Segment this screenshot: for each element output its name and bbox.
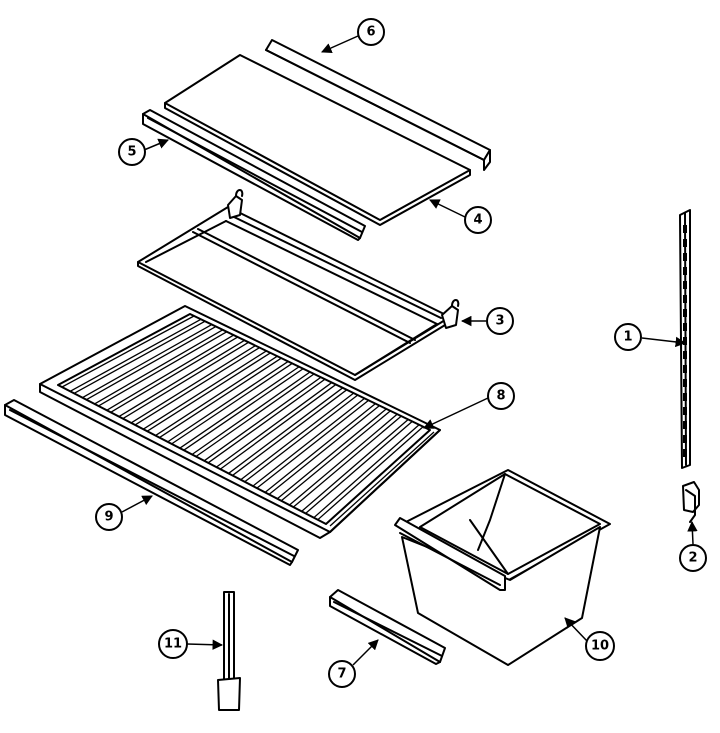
part-8-wire-shelf [39, 305, 441, 539]
rail-slot [683, 449, 687, 457]
wire-bar-shadow [134, 347, 260, 426]
callout-11: 11 [158, 629, 224, 659]
wire-bar [276, 408, 387, 500]
rail-slot [683, 393, 687, 401]
rail-slot [683, 239, 687, 247]
wire-bar [130, 345, 256, 424]
part-9-front-trim [4, 399, 299, 566]
rail-slot [683, 225, 687, 233]
svg-text:2: 2 [688, 551, 697, 566]
wire-bar-shadow [317, 426, 424, 521]
wire-bar [325, 429, 431, 525]
wire-bar [264, 403, 376, 493]
wire-bar-shadow [329, 431, 435, 527]
rail-slot [683, 379, 687, 387]
svg-text:3: 3 [495, 314, 504, 329]
rail-slot [683, 309, 687, 317]
wire-bar [215, 382, 333, 468]
svg-text:9: 9 [104, 510, 113, 525]
svg-text:5: 5 [127, 145, 136, 160]
wire-bar-shadow [219, 384, 337, 470]
wire-bar-shadow [86, 325, 217, 401]
wire-bar [228, 387, 344, 474]
wire-bar-shadow [146, 352, 271, 432]
wire-bar-shadow [268, 405, 380, 495]
rail-slot [683, 435, 687, 443]
part-5-trim-strip [142, 109, 366, 241]
wire-bar [69, 318, 202, 392]
rail-slots [683, 225, 687, 457]
part-3-shelf-frame [137, 189, 460, 381]
callout-9: 9 [95, 495, 153, 531]
wire-bar-shadow [122, 341, 249, 420]
svg-text:1: 1 [623, 330, 632, 345]
part-1-vertical-rail [679, 209, 691, 469]
rail-slot [683, 295, 687, 303]
rail-slot [683, 281, 687, 289]
rail-slot [683, 407, 687, 415]
wire-bar [179, 366, 300, 449]
wire-bar [191, 371, 311, 456]
callout-7: 7 [328, 639, 379, 688]
rail-slot [683, 267, 687, 275]
wire-bar [142, 350, 267, 430]
rail-slot [683, 421, 687, 429]
wire-bar-shadow [183, 368, 304, 451]
wire-bar [94, 329, 224, 405]
wire-bar-shadow [280, 410, 391, 502]
wire-bar [57, 313, 191, 386]
part-4-glass-shelf [164, 54, 471, 226]
wire-bar-shadow [61, 315, 195, 388]
callout-8: 8 [423, 382, 515, 429]
svg-text:8: 8 [496, 389, 505, 404]
wire-bar [301, 418, 409, 512]
wire-bar-shadow [207, 378, 326, 464]
part-11-stud [217, 591, 241, 711]
wire-bar [252, 397, 365, 487]
callout-10: 10 [564, 617, 615, 661]
callout-3: 3 [460, 307, 514, 335]
part-6-trim-strip [265, 39, 491, 171]
rail-slot [683, 365, 687, 373]
wire-bar-shadow [159, 357, 282, 439]
callout-6: 6 [321, 18, 385, 53]
wire-bar [167, 360, 289, 443]
part-10-crisper-drawer [394, 469, 611, 666]
svg-text:10: 10 [591, 639, 609, 654]
wire-bar-shadow [256, 399, 369, 489]
svg-text:6: 6 [366, 25, 375, 40]
callout-2: 2 [679, 520, 707, 572]
wire-bar-shadow [232, 389, 348, 476]
wire-bar-shadow [73, 320, 206, 394]
svg-text:11: 11 [164, 637, 182, 652]
wire-bar [155, 355, 278, 437]
wire-shelf-bars [57, 313, 435, 527]
callout-4: 4 [429, 199, 492, 234]
wire-bar [289, 413, 398, 506]
wire-bar-shadow [195, 373, 315, 458]
wire-bar [240, 392, 355, 481]
wire-bar-shadow [244, 394, 359, 483]
rail-slot [683, 323, 687, 331]
wire-bar [106, 334, 234, 411]
wire-bar [118, 339, 245, 418]
wire-bar [82, 323, 213, 399]
callout-1: 1 [614, 323, 687, 351]
svg-text:7: 7 [337, 667, 346, 682]
rail-slot [683, 337, 687, 345]
part-7-drawer-trim [329, 589, 446, 665]
wire-bar-shadow [305, 420, 413, 514]
svg-text:4: 4 [473, 213, 482, 228]
wire-bar [313, 424, 420, 519]
callout-5: 5 [118, 138, 169, 166]
wire-bar-shadow [110, 336, 238, 413]
wire-bar-shadow [293, 415, 402, 508]
wire-bar-shadow [171, 362, 293, 445]
wire-bar [203, 376, 322, 462]
rail-slot [683, 351, 687, 359]
wire-bar-shadow [98, 331, 228, 407]
rail-slot [683, 253, 687, 261]
part-2-clip [682, 481, 700, 523]
